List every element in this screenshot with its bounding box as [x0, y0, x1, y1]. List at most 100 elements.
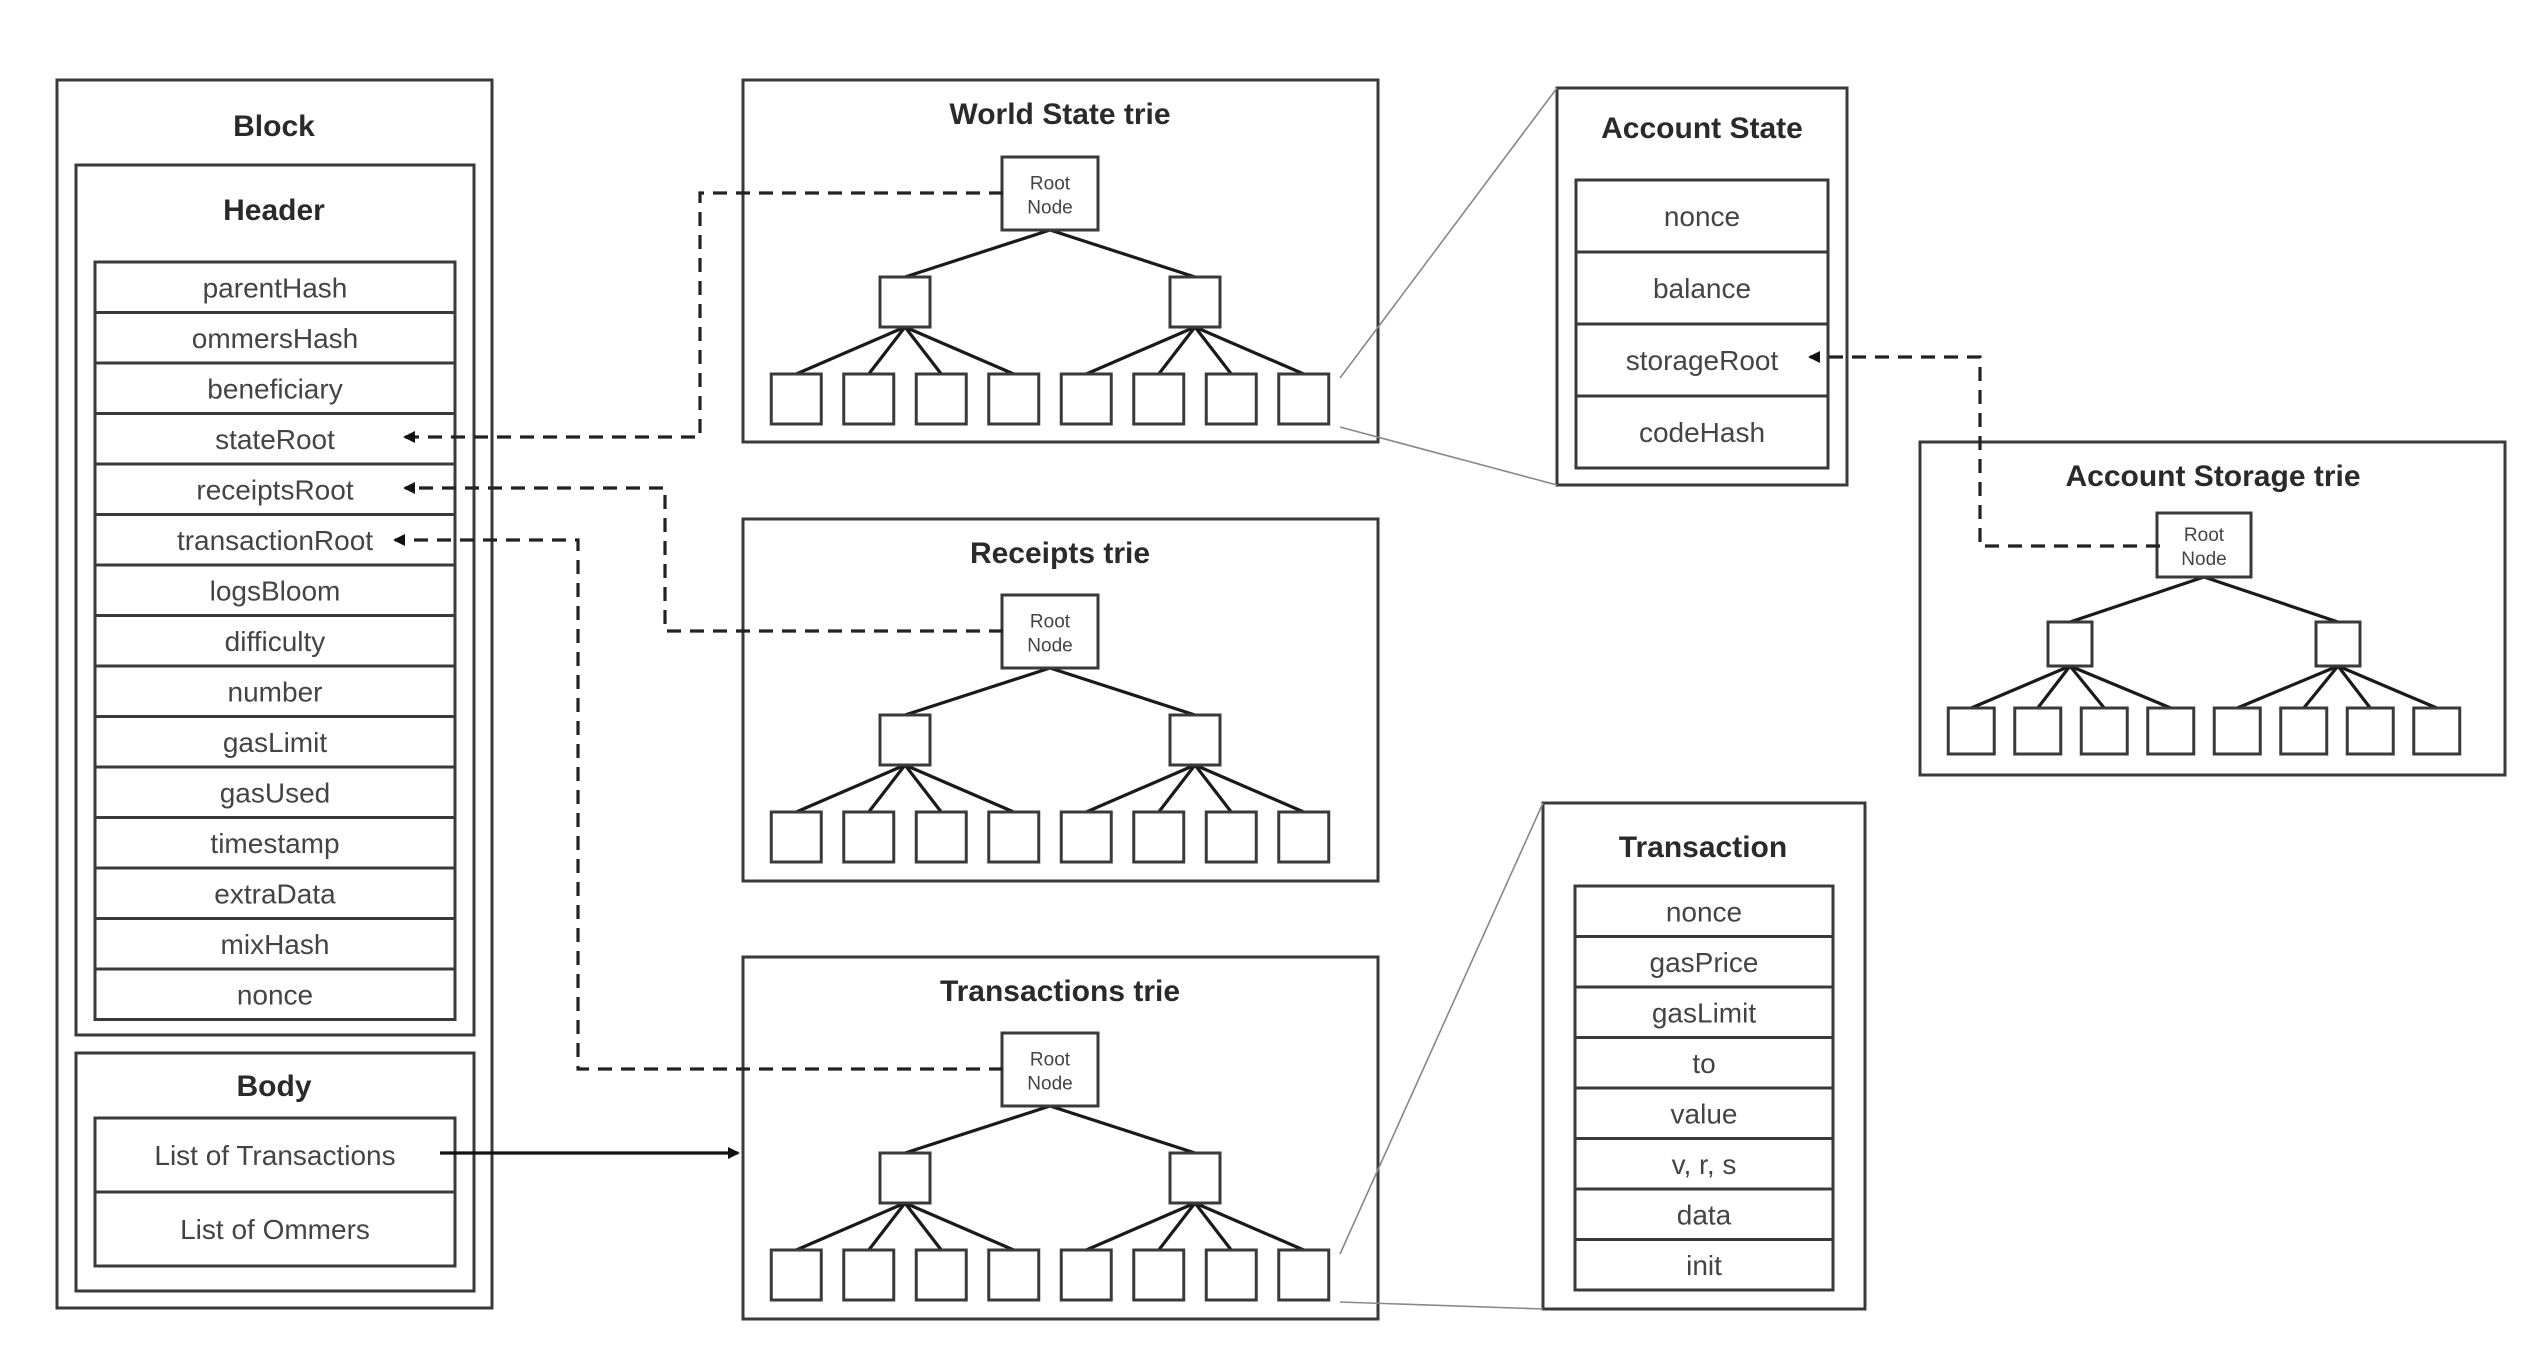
header-field-label: ommersHash — [192, 323, 358, 354]
transaction-field-label: init — [1686, 1250, 1722, 1281]
root-node-label-line2: Node — [1027, 198, 1072, 219]
trie-branch-node — [878, 713, 932, 767]
trie-branch-node — [878, 275, 932, 329]
transaction-field-nonce: nonce — [1573, 884, 1835, 938]
zoom-line-account-top — [1339, 87, 1558, 379]
trie-edge — [1049, 666, 1196, 717]
transaction-title: Transaction — [1619, 831, 1787, 864]
header-field-extradata: extraData — [93, 866, 457, 920]
trie-edge — [1157, 326, 1197, 375]
header-field-label: beneficiary — [207, 373, 342, 404]
account-field-balance: balance — [1574, 250, 1830, 326]
trie-edge — [903, 326, 943, 375]
header-field-timestamp: timestamp — [93, 816, 457, 870]
trie-leaf-node — [2212, 706, 2262, 756]
trie-leaf-node — [1277, 1248, 1331, 1302]
transaction-field-label: gasLimit — [1652, 997, 1756, 1028]
transaction-field-label: v, r, s — [1672, 1149, 1737, 1180]
trie-edge — [1194, 763, 1305, 814]
transaction-field-label: data — [1677, 1199, 1732, 1230]
trie-edge — [795, 763, 906, 814]
trie-edge — [904, 1104, 1051, 1155]
transaction-field-v-r-s: v, r, s — [1573, 1137, 1835, 1191]
root-node-label-line2: Node — [1027, 1074, 1072, 1095]
body-field-label: List of Transactions — [154, 1140, 395, 1171]
trie-edge — [903, 764, 943, 813]
trie-leaf-node — [987, 372, 1041, 426]
account-field-codehash: codeHash — [1574, 394, 1830, 470]
trie-edge — [795, 325, 906, 376]
zoom-line-tx-bottom — [1339, 1301, 1544, 1310]
transaction-fields: nonce gasPrice gasLimit to value v, r, s data i… — [1573, 884, 1835, 1292]
trie-leaf-node — [987, 810, 1041, 864]
transaction-field-label: value — [1671, 1098, 1738, 1129]
trie-edge — [1193, 1202, 1233, 1251]
root-node-label-line2: Node — [2181, 549, 2226, 570]
trie-edge — [1970, 664, 2071, 710]
header-field-label: gasLimit — [223, 727, 327, 758]
header-field-label: gasUsed — [220, 777, 331, 808]
trie-leaf-node — [1059, 810, 1113, 864]
header-field-gasused: gasUsed — [93, 765, 457, 819]
trie-edge — [1085, 763, 1196, 814]
trie-leaf-node — [1204, 810, 1258, 864]
transaction-field-to: to — [1573, 1036, 1835, 1090]
trie-edge — [1194, 1201, 1305, 1252]
trie-leaf-node — [987, 1248, 1041, 1302]
trie-edge — [904, 1201, 1015, 1252]
trie-leaf-node — [2345, 706, 2395, 756]
trie-edge — [867, 764, 907, 813]
trie-leaf-node — [1132, 372, 1186, 426]
trie-edge — [2336, 665, 2372, 709]
trie-leaf-node — [1277, 372, 1331, 426]
header-field-label: parentHash — [203, 272, 348, 303]
body-field-list-of-ommers: List of Ommers — [93, 1190, 457, 1268]
trie-branch-node — [1168, 1151, 1222, 1205]
transaction-field-label: gasPrice — [1650, 947, 1759, 978]
root-node-label-line1: Root — [1030, 1050, 1071, 1071]
trie-edge — [904, 666, 1051, 717]
trie-edge — [1194, 325, 1305, 376]
trie-branch-node — [1168, 713, 1222, 767]
trie-edge — [1085, 1201, 1196, 1252]
header-box: Header parentHashommersHashbeneficiaryst… — [74, 163, 476, 1037]
transaction-field-init: init — [1573, 1238, 1835, 1292]
account-field-storageroot: storageRoot — [1574, 322, 1830, 398]
transactionroot-link — [393, 534, 1003, 1071]
trie-leaf-node — [1946, 706, 1996, 756]
header-field-ommershash: ommersHash — [93, 311, 457, 365]
header-field-label: receiptsRoot — [196, 474, 353, 505]
header-field-label: nonce — [237, 979, 313, 1010]
account-state-title: Account State — [1601, 112, 1803, 145]
header-field-difficulty: difficulty — [93, 614, 457, 668]
trie-edge — [2337, 664, 2438, 710]
header-field-label: number — [228, 676, 323, 707]
trie-leaf-node — [1059, 1248, 1113, 1302]
world-state-trie-title: World State trie — [949, 98, 1170, 131]
header-field-beneficiary: beneficiary — [93, 361, 457, 415]
root-node-label-line2: Node — [1027, 636, 1072, 657]
root-node-label-line1: Root — [2184, 525, 2225, 546]
trie-leaf-node — [2146, 706, 2196, 756]
trie-branch-node — [2046, 620, 2094, 668]
trie-leaf-node — [914, 810, 968, 864]
transaction-field-data: data — [1573, 1187, 1835, 1241]
trie-leaf-node — [914, 372, 968, 426]
trie-branch-node — [2314, 620, 2362, 668]
transaction-field-label: nonce — [1666, 896, 1742, 927]
trie-edge — [1085, 325, 1196, 376]
zoom-line-account-bottom — [1339, 426, 1558, 486]
trie-edge — [867, 326, 907, 375]
transaction-field-gasprice: gasPrice — [1573, 935, 1835, 989]
header-field-stateroot: stateRoot — [93, 412, 457, 466]
trie-leaf-node — [769, 810, 823, 864]
stateroot-link — [403, 191, 1003, 443]
root-node-label-line1: Root — [1030, 174, 1071, 195]
zoom-line-tx-top — [1339, 802, 1544, 1255]
